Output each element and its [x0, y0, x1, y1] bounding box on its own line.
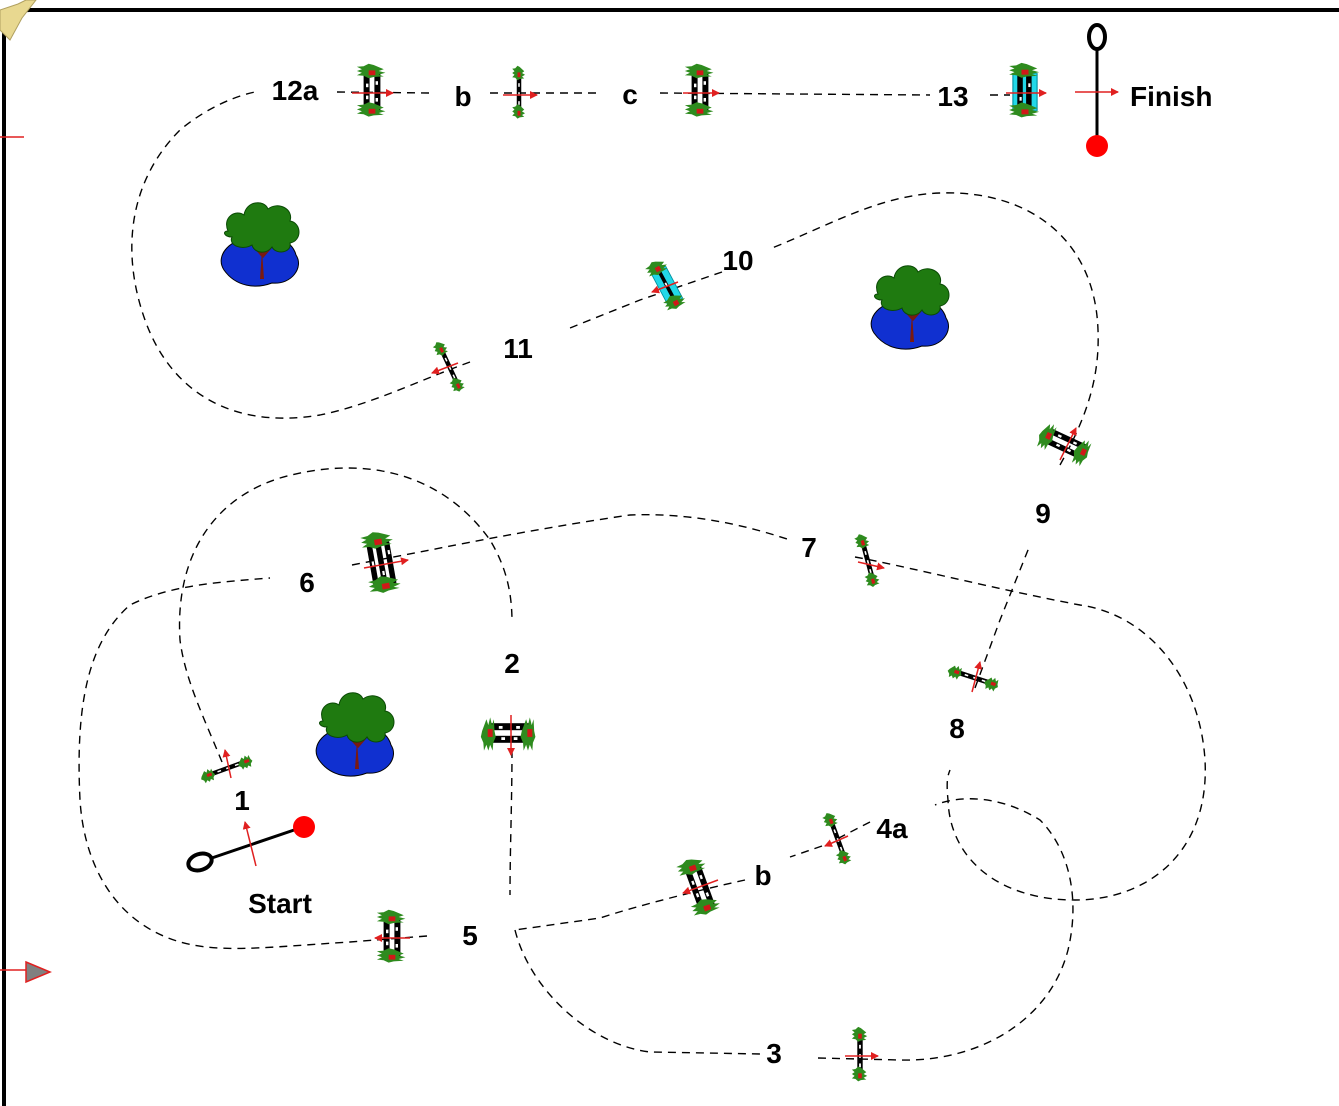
label-jump-6: 6 [299, 567, 315, 598]
jump-9 [1034, 420, 1093, 467]
tree-pond-icon [869, 264, 951, 351]
start-line-icon [186, 816, 315, 873]
label-jump-13: 13 [937, 81, 968, 112]
label-jump-9: 9 [1035, 498, 1051, 529]
label-jump-12a: 12a [272, 75, 319, 106]
entrance-arrow-icon [25, 960, 52, 984]
label-jump-5: 5 [462, 920, 478, 951]
label-start: Start [248, 888, 312, 919]
label-jump-12b: b [454, 81, 471, 112]
jump-12a [352, 64, 394, 117]
arena-border [2, 8, 1339, 1106]
jump-7 [854, 532, 885, 588]
label-jump-10: 10 [722, 245, 753, 276]
jump-12b [503, 66, 538, 119]
label-finish: Finish [1130, 81, 1212, 112]
jump-4b [675, 854, 722, 918]
label-jump-3: 3 [766, 1038, 782, 1069]
jump-11 [431, 339, 467, 394]
jump-6 [360, 529, 409, 595]
finish-line-icon [1075, 23, 1119, 157]
jump-1 [199, 749, 255, 784]
jump-12c [683, 64, 720, 117]
label-jump-7: 7 [801, 532, 817, 563]
jump-3 [845, 1027, 879, 1082]
label-jump-4a: 4a [876, 813, 908, 844]
jump-8 [946, 661, 1000, 692]
label-jump-2: 2 [504, 648, 520, 679]
water-jump-icon [1009, 63, 1039, 118]
label-jump-12c: c [622, 79, 638, 110]
water-jump-icon [644, 256, 688, 313]
jump-5 [374, 910, 410, 963]
label-jump-1: 1 [234, 785, 250, 816]
label-jump-4b: b [754, 860, 771, 891]
label-jump-8: 8 [949, 713, 965, 744]
corner-marker [0, 0, 37, 41]
jump-2 [481, 715, 536, 756]
label-jump-11: 11 [503, 333, 533, 364]
jump-13 [1006, 63, 1047, 118]
jump-4a [821, 810, 852, 866]
jump-10 [644, 256, 688, 313]
tree-pond-icon [314, 691, 396, 778]
tree-pond-icon [219, 201, 301, 288]
